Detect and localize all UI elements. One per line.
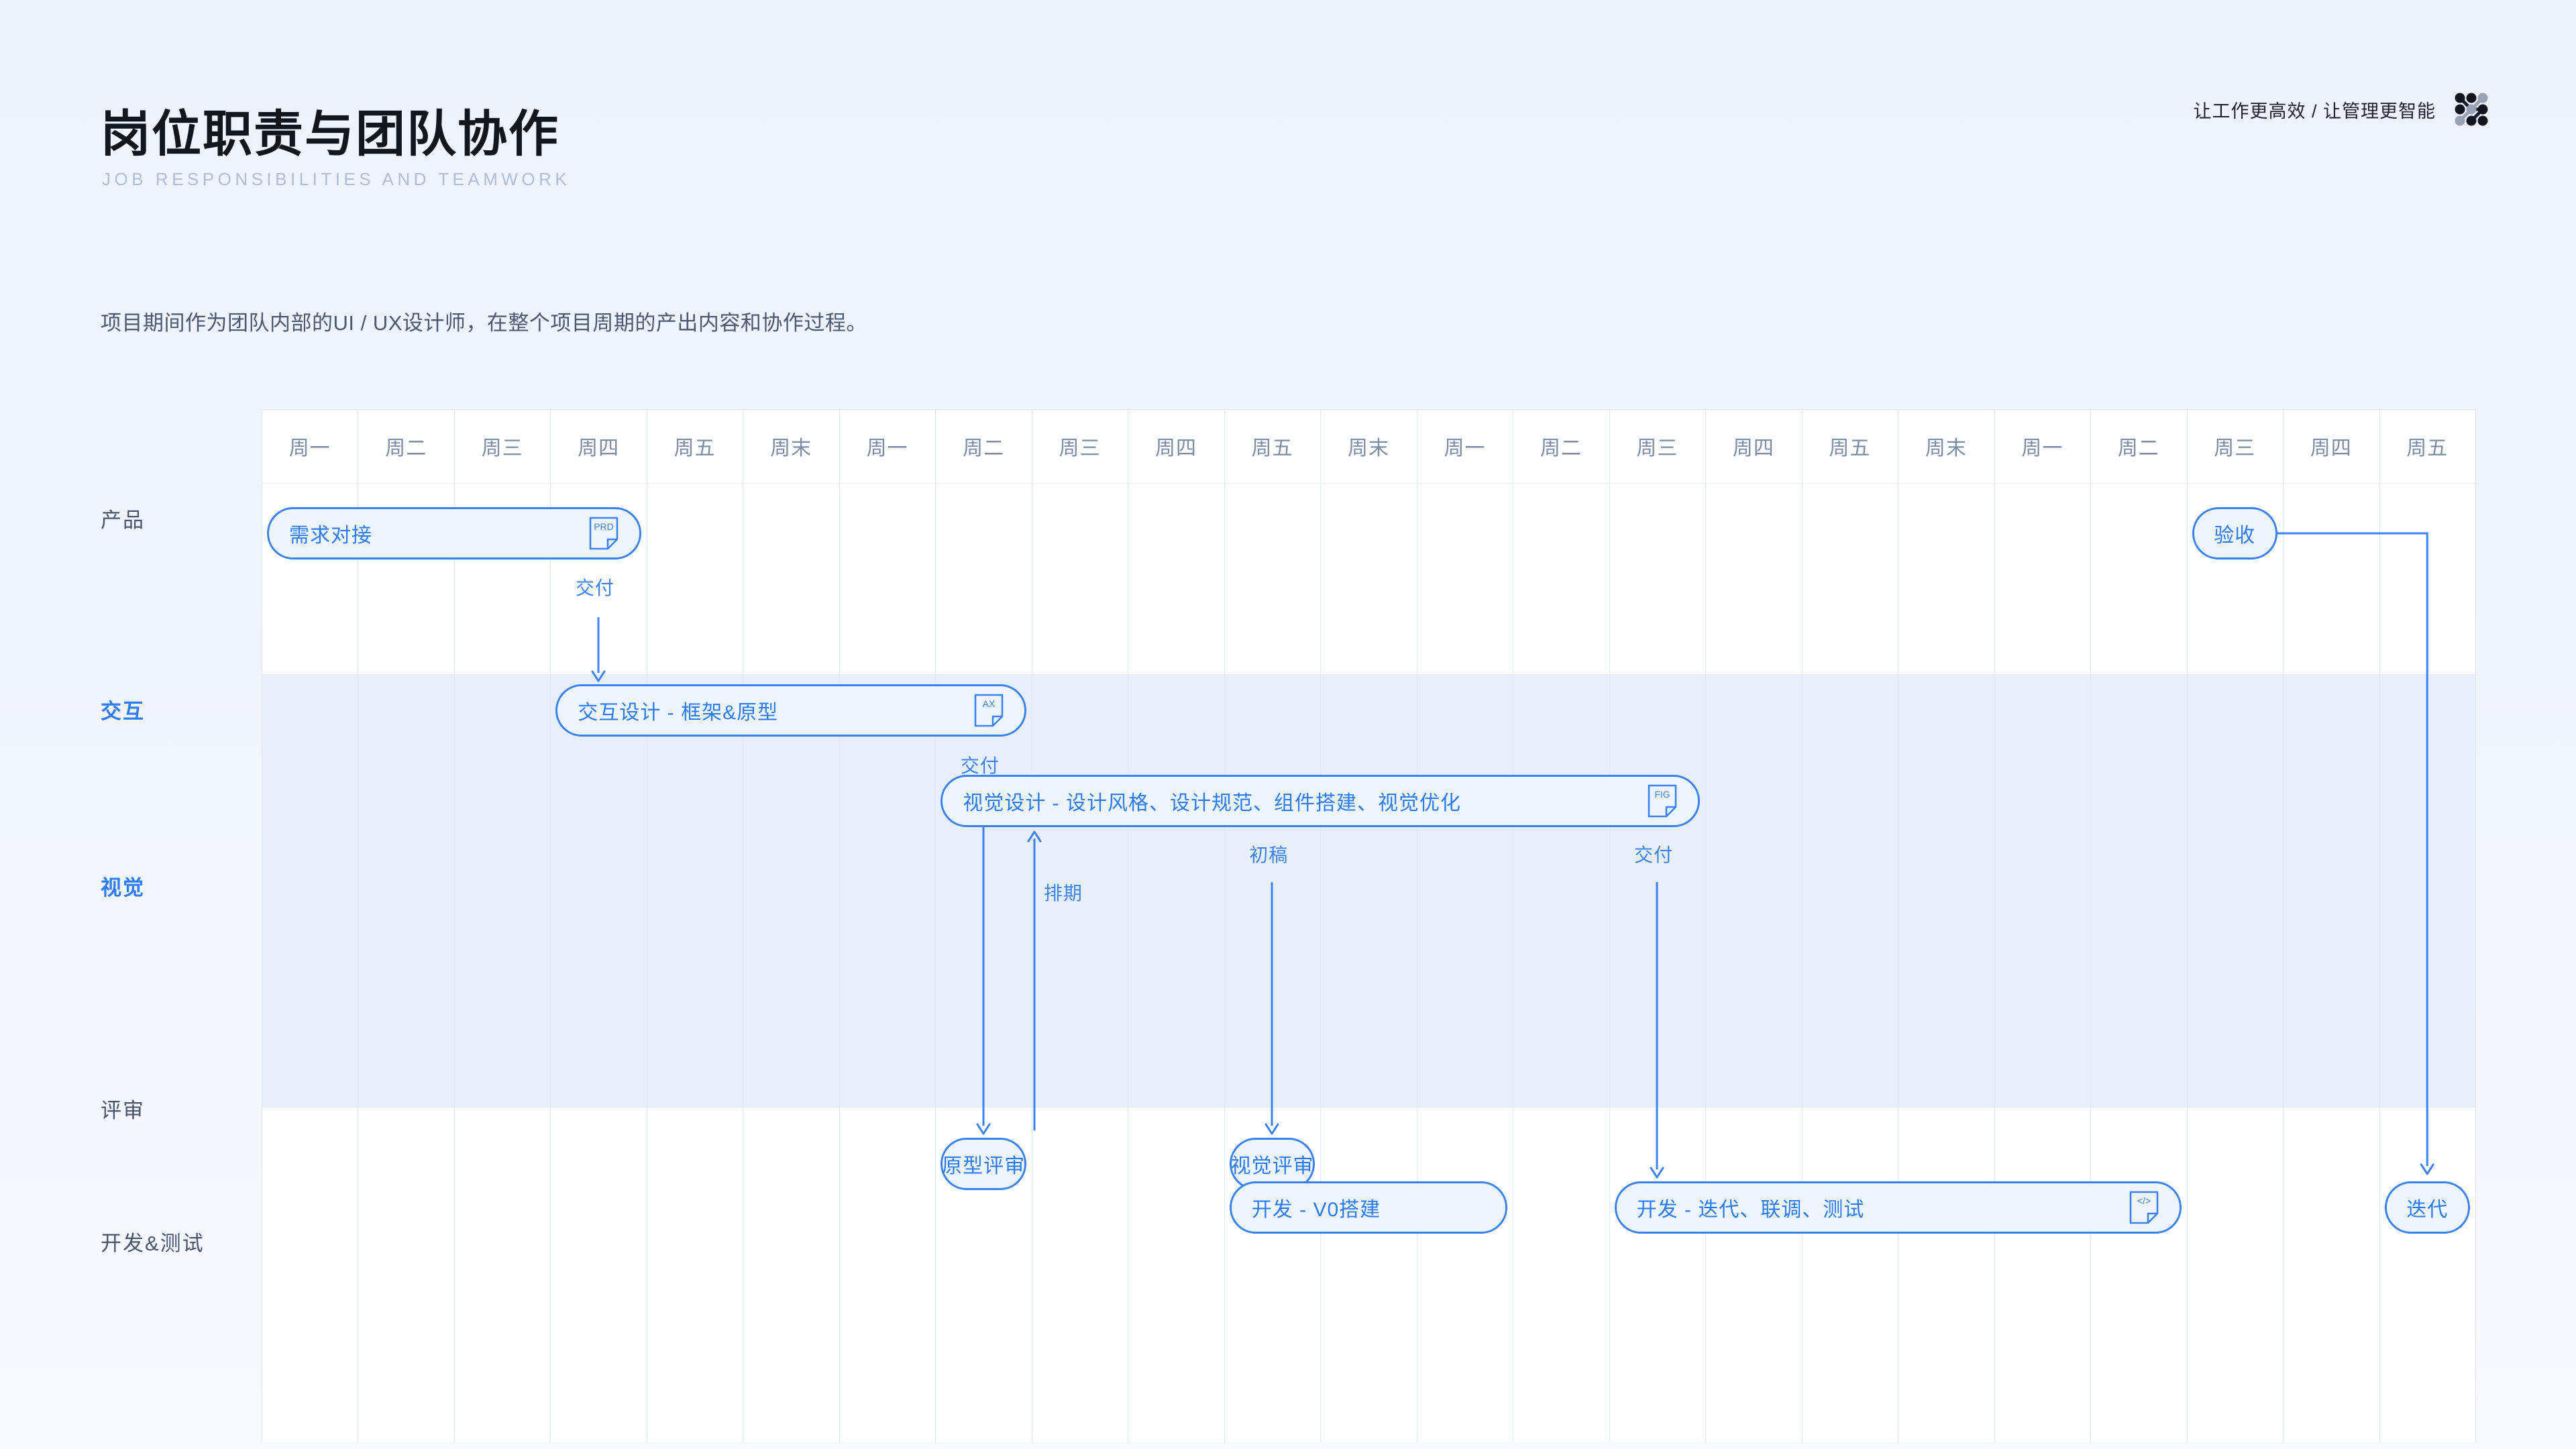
grid-line-vertical: [1705, 409, 1706, 1442]
column-header-2: 周三: [481, 437, 523, 460]
grid-line-horizontal: [262, 1107, 2475, 1108]
connector-arrow-down: [1265, 882, 1279, 1135]
connector-label: 交付: [1634, 845, 1674, 865]
column-header-11: 周末: [1347, 437, 1389, 460]
column-header-7: 周二: [963, 437, 1005, 460]
row-label-视觉: 视觉: [101, 876, 145, 900]
column-header-3: 周四: [578, 437, 620, 460]
column-header-6: 周一: [866, 437, 908, 460]
connector-arrow-up: [1027, 830, 1042, 1130]
column-header-22: 周五: [2406, 437, 2449, 460]
page-title: 岗位职责与团队协作: [101, 106, 559, 162]
grid-line-horizontal: [262, 483, 2475, 484]
grid-line-vertical: [1802, 409, 1803, 1442]
grid-line-vertical: [2187, 409, 2188, 1442]
column-header-4: 周五: [674, 437, 716, 460]
column-header-15: 周四: [1732, 437, 1774, 460]
column-header-9: 周四: [1155, 437, 1197, 460]
task-bar[interactable]: 验收: [2192, 507, 2278, 559]
connector-arrow-elbow: [2276, 532, 2434, 1175]
grid-line-vertical: [2475, 409, 2476, 1442]
connector-label: 排期: [1043, 883, 1083, 904]
column-header-18: 周一: [2021, 437, 2063, 460]
page-subtitle: JOB RESPONSIBILITIES AND TEAMWORK: [102, 169, 571, 189]
task-bar[interactable]: 交互设计 - 框架&原型 AX: [555, 684, 1026, 737]
task-bar-label: 视觉评审: [1230, 1155, 1314, 1177]
task-bar[interactable]: 视觉评审: [1229, 1138, 1316, 1190]
row-label-评审: 评审: [101, 1099, 145, 1122]
column-header-12: 周一: [1444, 437, 1486, 460]
column-header-5: 周末: [770, 437, 812, 460]
grid-line-vertical: [2379, 409, 2380, 1442]
grid-line-vertical: [1224, 409, 1225, 1442]
grid-line-vertical: [1609, 409, 1610, 1442]
column-header-19: 周二: [2117, 437, 2159, 460]
grid-line-vertical: [839, 409, 840, 1442]
column-header-17: 周末: [1925, 437, 1967, 460]
grid-line-vertical: [935, 409, 936, 1442]
row-label-开发&测试: 开发&测试: [101, 1232, 205, 1255]
row-label-产品: 产品: [101, 508, 145, 532]
prd-doc-icon: PRD: [589, 517, 619, 550]
task-bar[interactable]: 开发 - 迭代、联调、测试 </>: [1614, 1181, 2182, 1234]
task-bar-label: 原型评审: [942, 1155, 1026, 1177]
grid-line-horizontal: [262, 674, 2475, 675]
row-band: [262, 674, 2475, 1107]
grid-line-vertical: [2090, 409, 2091, 1442]
task-bar-label: 验收: [2214, 525, 2256, 547]
task-bar[interactable]: 迭代: [2384, 1181, 2470, 1234]
connector-arrow-down: [1650, 882, 1664, 1179]
column-header-16: 周五: [1829, 437, 1871, 460]
column-header-13: 周二: [1540, 437, 1582, 460]
connector-label: 交付: [575, 578, 614, 598]
column-header-10: 周五: [1251, 437, 1293, 460]
connector-label: 交付: [960, 755, 1000, 776]
grid-line-vertical: [2283, 409, 2284, 1442]
task-bar[interactable]: 视觉设计 - 设计风格、设计规范、组件搭建、视觉优化 FIG: [941, 775, 1701, 827]
task-bar-label: 开发 - 迭代、联调、测试: [1636, 1199, 1865, 1221]
task-bar[interactable]: 开发 - V0搭建: [1229, 1181, 1508, 1234]
svg-text:PRD: PRD: [594, 521, 614, 532]
connector-label: 初稿: [1249, 845, 1289, 865]
task-bar-label: 开发 - V0搭建: [1251, 1199, 1381, 1221]
task-bar-label: 交互设计 - 框架&原型: [578, 702, 779, 724]
task-bar[interactable]: 需求对接 PRD: [267, 507, 641, 559]
grid-line-vertical: [454, 409, 455, 1442]
grid-line-vertical: [1994, 409, 1995, 1442]
task-bar[interactable]: 原型评审: [941, 1138, 1026, 1190]
task-bar-label: 需求对接: [289, 525, 372, 547]
brand-dots-logo-icon: [2455, 93, 2488, 126]
intro-text: 项目期间作为团队内部的UI / UX设计师，在整个项目周期的产出内容和协作过程。: [101, 311, 867, 335]
column-header-14: 周三: [1636, 437, 1678, 460]
row-band: [262, 1107, 2475, 1442]
fig-doc-icon: FIG: [1648, 784, 1677, 818]
ax-doc-icon: AX: [974, 694, 1004, 727]
grid-line-horizontal: [262, 409, 2475, 410]
tagline-text: 让工作更高效 / 让管理更智能: [2193, 101, 2436, 121]
column-header-20: 周三: [2214, 437, 2256, 460]
brand-tagline-group: 让工作更高效 / 让管理更智能: [2193, 89, 2492, 130]
code-doc-icon: </>: [2129, 1191, 2158, 1224]
column-header-0: 周一: [288, 437, 331, 460]
column-header-1: 周二: [385, 437, 427, 460]
svg-text:</>: </>: [2137, 1195, 2150, 1206]
svg-text:FIG: FIG: [1654, 789, 1670, 800]
grid-line-vertical: [1320, 409, 1321, 1442]
grid-line-vertical: [550, 409, 551, 1442]
task-bar-label: 视觉设计 - 设计风格、设计规范、组件搭建、视觉优化: [963, 792, 1462, 814]
connector-arrow-down: [976, 793, 991, 1135]
column-header-8: 周三: [1059, 437, 1101, 460]
column-header-21: 周四: [2310, 437, 2352, 460]
row-label-交互: 交互: [101, 700, 145, 723]
task-bar-label: 迭代: [2406, 1199, 2449, 1221]
connector-arrow-down: [591, 617, 606, 682]
svg-text:AX: AX: [982, 698, 995, 709]
gantt-chart: 周一 周二 周三 周四 周五 周末 周一 周二 周三 周四 周五 周末 周一 周二 周三 周四 周五 周末 周一 周二…: [262, 409, 2476, 1442]
